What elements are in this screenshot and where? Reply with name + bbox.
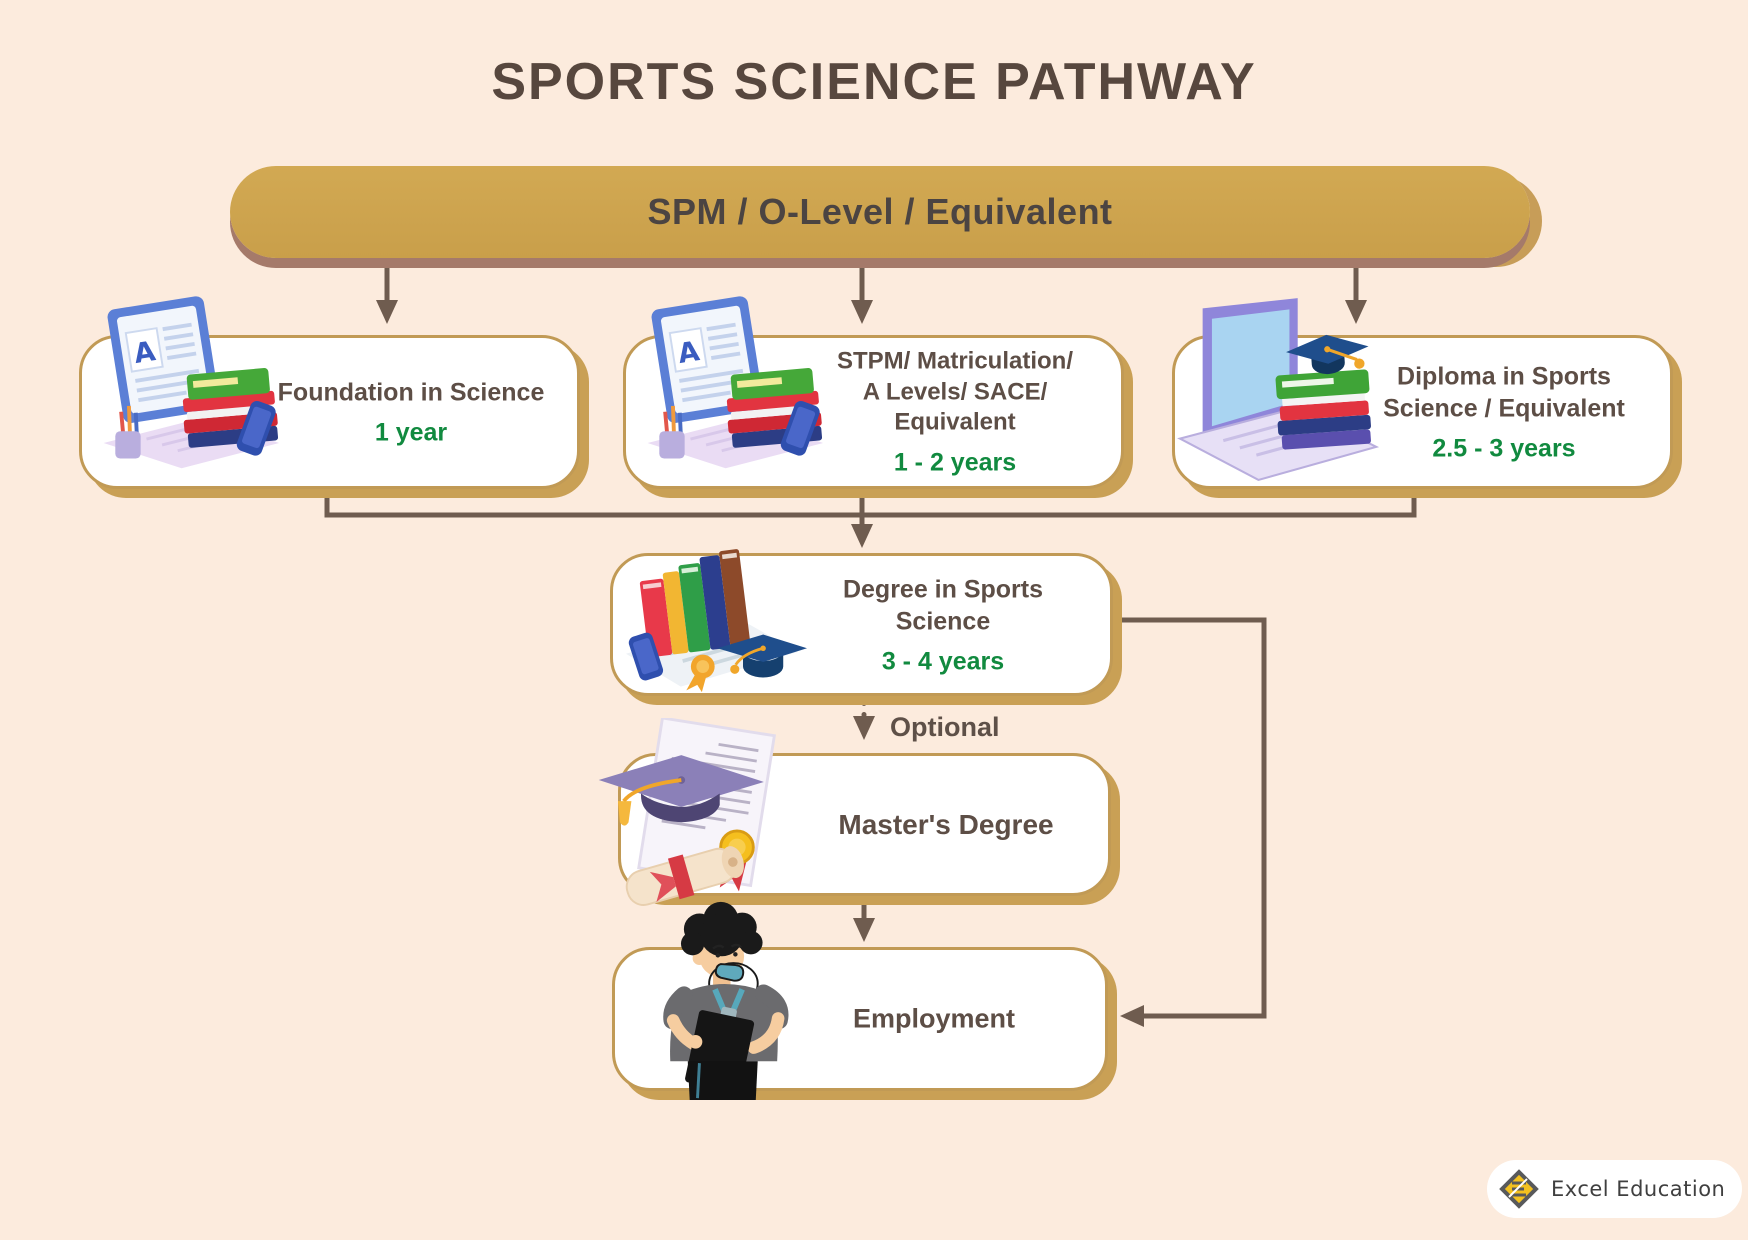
node-stpm: A	[623, 296, 1124, 489]
node-degree-duration: 3 - 4 years	[881, 647, 1005, 675]
banner-spm: SPM / O-Level / Equivalent	[230, 166, 1530, 258]
node-stpm-duration: 1 - 2 years	[893, 448, 1017, 477]
coach-illustration	[663, 901, 789, 1101]
excel-education-diamond-icon	[1499, 1169, 1539, 1209]
node-diploma: Diploma in Sports Science / Equivalent 2…	[1172, 298, 1673, 489]
banner-label: SPM / O-Level / Equivalent	[647, 191, 1113, 232]
svg-text:A: A	[132, 336, 158, 370]
node-master-title: Master's Degree	[838, 808, 1054, 840]
connector-degree-to-employment	[1105, 617, 1267, 1027]
node-master: Master's Degree	[598, 718, 1111, 906]
monitor-books-icon: A	[647, 296, 824, 469]
node-employment-title: Employment	[852, 1003, 1016, 1034]
node-stpm-title-line2: A Levels/ SACE/ Equivalent	[862, 378, 1048, 436]
svg-text:A: A	[676, 336, 702, 370]
excel-education-logo-text: Excel Education	[1551, 1177, 1726, 1201]
node-diploma-title-line2: Science / Equivalent	[1383, 394, 1625, 423]
node-stpm-title-line1: STPM/ Matriculation/	[836, 347, 1073, 375]
node-foundation-title: Foundation in Science	[277, 378, 545, 407]
node-degree-title-line2: Science	[895, 607, 991, 635]
excel-education-logo: Excel Education	[1487, 1160, 1742, 1218]
laptop-books-gradcap-icon	[1177, 298, 1380, 482]
certificate-gradcap-scroll-icon	[598, 718, 777, 906]
connector-row1-merge	[324, 483, 1417, 518]
node-degree-title-line1: Degree in Sports	[842, 575, 1044, 603]
optional-label: Optional	[890, 712, 1000, 742]
monitor-books-icon: A	[103, 296, 280, 469]
node-degree: Degree in Sports Science 3 - 4 years	[610, 549, 1113, 696]
node-diploma-title-line1: Diploma in Sports	[1397, 362, 1611, 391]
node-foundation-duration: 1 year	[374, 418, 448, 447]
node-employment: Employment	[612, 901, 1108, 1101]
node-foundation: A	[79, 296, 580, 489]
books-gradcap-certificate-icon	[625, 549, 807, 693]
node-diploma-duration: 2.5 - 3 years	[1432, 434, 1576, 463]
page-title: SPORTS SCIENCE PATHWAY	[491, 53, 1257, 111]
